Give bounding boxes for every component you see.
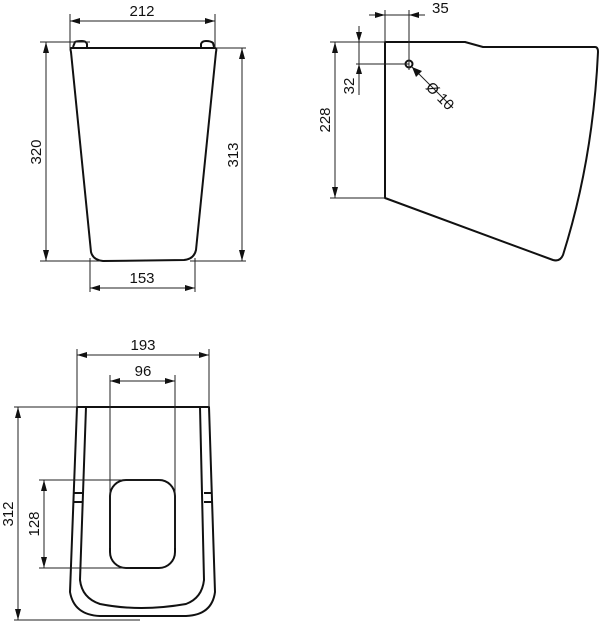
top-view: 193 96 128 312 xyxy=(0,337,216,621)
side-hole-diameter-label: Ø 10 xyxy=(422,79,457,114)
top-opening-height-label: 128 xyxy=(26,511,43,536)
top-outer-width-label: 193 xyxy=(130,337,155,354)
front-lug-right xyxy=(200,40,215,48)
top-opening-width-label: 96 xyxy=(135,363,152,380)
front-bottom-width-label: 153 xyxy=(129,270,154,287)
side-view-outline xyxy=(384,41,599,262)
top-depth-label: 312 xyxy=(0,501,17,526)
side-hole-offset-v-label: 32 xyxy=(341,78,358,95)
front-total-height-label: 320 xyxy=(28,139,45,164)
front-view-outline xyxy=(69,47,218,262)
side-hole-offset-h-label: 35 xyxy=(432,0,449,17)
front-view: 212 320 313 153 xyxy=(28,3,246,292)
front-top-width-label: 212 xyxy=(129,3,154,20)
front-body-height-label: 313 xyxy=(225,142,242,167)
top-view-outer-outline xyxy=(69,406,216,617)
side-view: 35 32 Ø 10 228 xyxy=(317,0,599,262)
top-view-opening xyxy=(109,479,176,569)
side-wall-height-label: 228 xyxy=(317,107,334,132)
top-view-inner-outline xyxy=(79,406,205,609)
